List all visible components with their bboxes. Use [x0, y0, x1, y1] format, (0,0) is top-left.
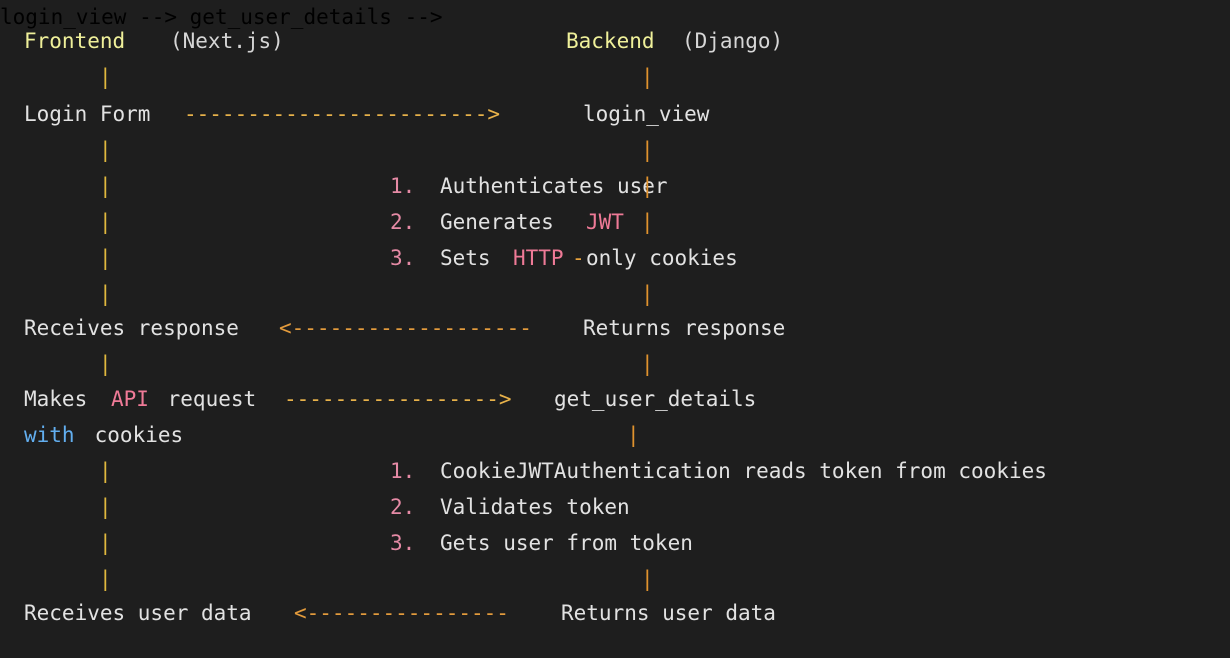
- message-row-with-cookies: with cookies |: [0, 418, 1230, 454]
- hyphen-glyph: -: [572, 246, 585, 270]
- lifeline-pipe-left: |: [99, 246, 112, 270]
- lifeline-pipe-right: |: [641, 65, 654, 89]
- step-number: 3.: [390, 246, 416, 270]
- step-row-b1: 1. CookieJWTAuthentication reads token f…: [0, 454, 1230, 490]
- lifeline-pipe-left: |: [99, 65, 112, 89]
- lifeline-pipe-left: |: [99, 138, 112, 162]
- lifeline-pipe-left: |: [99, 495, 112, 519]
- keyword-with: with: [24, 423, 75, 447]
- message-left-label: Receives response: [24, 316, 239, 340]
- lifeline-row-2: | |: [0, 133, 1230, 169]
- keyword-api: API: [111, 387, 149, 411]
- cookies-label: cookies: [82, 423, 184, 447]
- message-right-label: login_view: [583, 102, 710, 126]
- lifeline-pipe-right: |: [627, 423, 640, 447]
- arrow-right-api: ----------------->: [284, 387, 512, 411]
- message-left-prefix: Makes: [24, 387, 100, 411]
- lifeline-pipe-left: |: [99, 352, 112, 376]
- message-row-api-request: Makes API request -----------------> get…: [0, 382, 1230, 418]
- step-row-b3: | 3. Gets user from token: [0, 526, 1230, 562]
- frontend-title: Frontend: [24, 29, 126, 53]
- lifeline-pipe-right: |: [641, 210, 654, 234]
- step-row-b2: | 2. Validates token: [0, 490, 1230, 526]
- message-right-label: Returns response: [583, 316, 786, 340]
- lifeline-pipe-left: |: [99, 459, 112, 483]
- lifeline-row-1: | |: [0, 60, 1230, 96]
- lifeline-pipe-left: |: [99, 174, 112, 198]
- step-text: Validates token: [440, 495, 630, 519]
- arrow-right-login: ------------------------>: [184, 102, 501, 126]
- step-number: 1.: [390, 174, 416, 198]
- step-number: 1.: [390, 459, 416, 483]
- arrow-left-response: <-------------------: [279, 316, 532, 340]
- keyword-jwt: JWT: [586, 210, 624, 234]
- message-left-suffix: request: [155, 387, 257, 411]
- step-text: Gets user from token: [440, 531, 693, 555]
- message-row-user-data: Receives user data <---------------- Ret…: [0, 596, 1230, 632]
- step-text: CookieJWTAuthentication reads token from…: [440, 459, 1047, 483]
- lifeline-row-6: | |: [0, 562, 1230, 598]
- message-left-label: Login Form: [24, 102, 151, 126]
- lifeline-pipe-right: |: [641, 174, 654, 198]
- step-text-tail: only cookies: [586, 246, 738, 270]
- step-text: Authenticates user: [440, 174, 668, 198]
- lifeline-pipe-right: |: [641, 352, 654, 376]
- lifeline-row-5: |: [0, 454, 1230, 490]
- step-row-a3: | 3. Sets HTTP - only cookies: [0, 241, 1230, 277]
- message-row-login: Login Form ------------------------> log…: [0, 97, 1230, 133]
- lifeline-pipe-right: |: [641, 567, 654, 591]
- diagram-header-row: Frontend (Next.js) Backend (Django): [0, 24, 1230, 60]
- message-right-label: Returns user data: [561, 601, 776, 625]
- lifeline-pipe-left: |: [99, 210, 112, 234]
- message-right-label: get_user_details: [554, 387, 757, 411]
- step-number: 2.: [390, 495, 416, 519]
- lifeline-row-3: | |: [0, 277, 1230, 313]
- lifeline-pipe-left: |: [99, 567, 112, 591]
- message-row-response: Receives response <------------------- R…: [0, 311, 1230, 347]
- keyword-http: HTTP: [513, 246, 564, 270]
- step-number: 3.: [390, 531, 416, 555]
- arrow-left-user-data: <----------------: [294, 601, 509, 625]
- backend-subtitle: (Django): [682, 29, 784, 53]
- step-row-a1: | 1. Authenticates user |: [0, 169, 1230, 205]
- lifeline-row-4: | |: [0, 347, 1230, 383]
- lifeline-pipe-left: |: [99, 282, 112, 306]
- step-text: Generates: [440, 210, 567, 234]
- lifeline-pipe-right: |: [641, 282, 654, 306]
- message-left-label: Receives user data: [24, 601, 252, 625]
- lifeline-pipe-right: |: [641, 138, 654, 162]
- frontend-subtitle: (Next.js): [170, 29, 284, 53]
- backend-title: Backend: [566, 29, 655, 53]
- step-number: 2.: [390, 210, 416, 234]
- step-row-a2: | 2. Generates JWT |: [0, 205, 1230, 241]
- lifeline-pipe-left: |: [99, 531, 112, 555]
- step-text: Sets: [440, 246, 504, 270]
